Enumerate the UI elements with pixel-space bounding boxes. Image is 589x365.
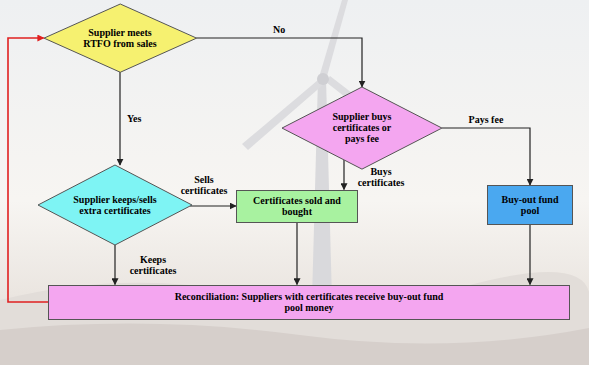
- node-label: Buy-out fund pool: [493, 194, 567, 216]
- flow-arrow: [529, 225, 530, 285]
- edge-label: Buys certificates: [350, 166, 412, 188]
- edge-label: Yes: [127, 113, 141, 124]
- turbine-hub: [317, 73, 329, 85]
- node-label: Certificates sold and bought: [242, 195, 352, 217]
- flow-arrow: [190, 205, 236, 206]
- edge-label: Sells certificates: [173, 174, 235, 196]
- feedback-arrow: [8, 38, 48, 302]
- node-label: Supplier meets RTFO from sales: [78, 27, 162, 49]
- node-label: Reconciliation: Suppliers with certifica…: [169, 291, 449, 313]
- process-box: Certificates sold and bought: [236, 190, 358, 223]
- edge-label: Pays fee: [469, 114, 504, 125]
- flow-arrow: [343, 160, 344, 190]
- flow-arrow: [196, 38, 362, 87]
- diamond-shape: [282, 87, 442, 169]
- diamond-shape: [38, 165, 192, 245]
- node-text: Buy-out fund pool: [493, 194, 567, 216]
- edge-label: No: [273, 24, 285, 35]
- flow-arrow: [442, 128, 530, 185]
- node-label: Supplier keeps/sells extra certificates: [73, 194, 157, 216]
- flow-arrow: [296, 223, 297, 285]
- node-text: Supplier keeps/sells extra certificates: [73, 194, 157, 216]
- decision-diamond: Supplier keeps/sells extra certificates: [38, 165, 192, 245]
- edge-label: Keeps certificates: [122, 254, 184, 276]
- diamond-shape: [44, 4, 197, 72]
- process-box: Buy-out fund pool: [487, 185, 573, 225]
- decision-diamond: Supplier buys certificates or pays fee: [282, 87, 442, 169]
- decision-diamond: Supplier meets RTFO from sales: [44, 4, 197, 72]
- node-text: Supplier meets RTFO from sales: [78, 27, 162, 49]
- node-label: Supplier buys certificates or pays fee: [323, 111, 401, 144]
- flow-arrow: [114, 245, 115, 285]
- flow-arrow: [119, 72, 120, 165]
- reconciliation-band: Reconciliation: Suppliers with certifica…: [48, 285, 570, 320]
- node-text: Reconciliation: Suppliers with certifica…: [169, 291, 449, 313]
- node-text: Certificates sold and bought: [242, 195, 352, 217]
- snowy-hills: [0, 272, 589, 365]
- node-text: Supplier buys certificates or pays fee: [323, 111, 401, 144]
- ground: [0, 324, 589, 365]
